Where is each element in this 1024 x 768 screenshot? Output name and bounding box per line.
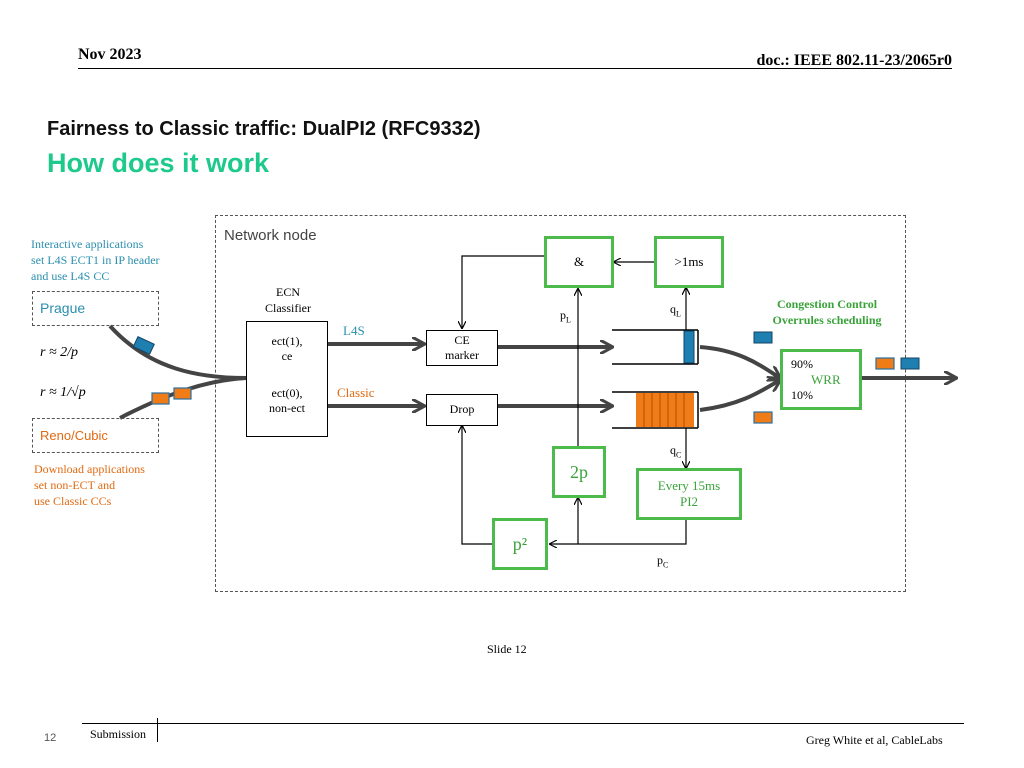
ecn-classifier-box: ect(1), ce ect(0), non-ect <box>246 321 328 437</box>
classic-queue-to-wrr <box>699 380 780 412</box>
footer-divider <box>157 718 158 742</box>
classic-queue <box>612 391 699 429</box>
header-date: Nov 2023 <box>78 46 142 63</box>
network-node-label: Network node <box>224 227 317 244</box>
ect0-label: ect(0), non-ect <box>269 386 305 415</box>
l4s-label: L4S <box>343 323 365 338</box>
slide-subtitle: How does it work <box>47 148 270 178</box>
gt1ms-box: >1ms <box>654 236 724 288</box>
interactive-note: Interactive applications set L4S ECT1 in… <box>31 237 160 283</box>
pl-label: pL <box>560 308 571 325</box>
pc-line <box>550 518 687 544</box>
slide-title: Fairness to Classic traffic: DualPI2 (RF… <box>47 118 481 140</box>
header-rule <box>78 68 952 69</box>
teal-packet-congestion <box>753 331 773 344</box>
pi2-box: Every 15ms PI2 <box>636 468 742 520</box>
ect1-label: ect(1), ce <box>271 334 303 363</box>
formula-l4s: r ≈ 2/p <box>40 345 79 360</box>
teal-packet-left <box>132 336 155 355</box>
footer-submission: Submission <box>90 727 147 741</box>
wrr-label: WRR <box>811 371 841 387</box>
wrr-box: 90% WRR 10% <box>780 349 862 410</box>
orange-packet-output <box>875 357 895 370</box>
download-note: Download applications set non-ECT and us… <box>34 462 145 508</box>
p2-to-drop <box>462 426 492 545</box>
network-node-boundary <box>215 215 906 592</box>
footer-rule <box>82 723 964 724</box>
ce-marker-box: CE marker <box>426 330 498 366</box>
pc-label: pC <box>657 553 669 570</box>
reno-label: Reno/Cubic <box>40 428 108 443</box>
teal-packet-output <box>900 357 920 370</box>
footer-author: Greg White et al, CableLabs <box>806 733 943 747</box>
page-number: 12 <box>44 732 57 744</box>
prague-flow-curve <box>108 324 247 380</box>
l4s-queue-to-wrr <box>699 345 780 378</box>
orange-packet-congestion <box>753 411 773 424</box>
p-squared-box: p² <box>492 518 548 570</box>
ql-label: qL <box>670 302 681 319</box>
orange-packet-left-2 <box>173 387 192 400</box>
two-p-box: 2p <box>552 446 606 498</box>
wrr-10: 10% <box>791 387 813 402</box>
classic-label: Classic <box>337 385 375 400</box>
prague-label: Prague <box>40 300 86 316</box>
qc-label: qC <box>670 443 682 460</box>
reno-box <box>32 418 159 453</box>
congestion-note: Congestion Control Overrules scheduling <box>772 297 882 327</box>
wrr-90: 90% <box>791 356 813 371</box>
formula-classic: r ≈ 1/√p <box>40 385 86 400</box>
and-box: & <box>544 236 614 288</box>
drop-box: Drop <box>426 394 498 426</box>
prague-box <box>32 291 159 326</box>
header-doc: doc.: IEEE 802.11-23/2065r0 <box>756 52 952 69</box>
orange-packet-left-1 <box>151 392 170 405</box>
and-to-ce <box>462 255 545 328</box>
ecn-classifier-label: ECN Classifier <box>265 285 311 315</box>
slide-label: Slide 12 <box>487 642 527 656</box>
l4s-queue <box>612 329 699 365</box>
